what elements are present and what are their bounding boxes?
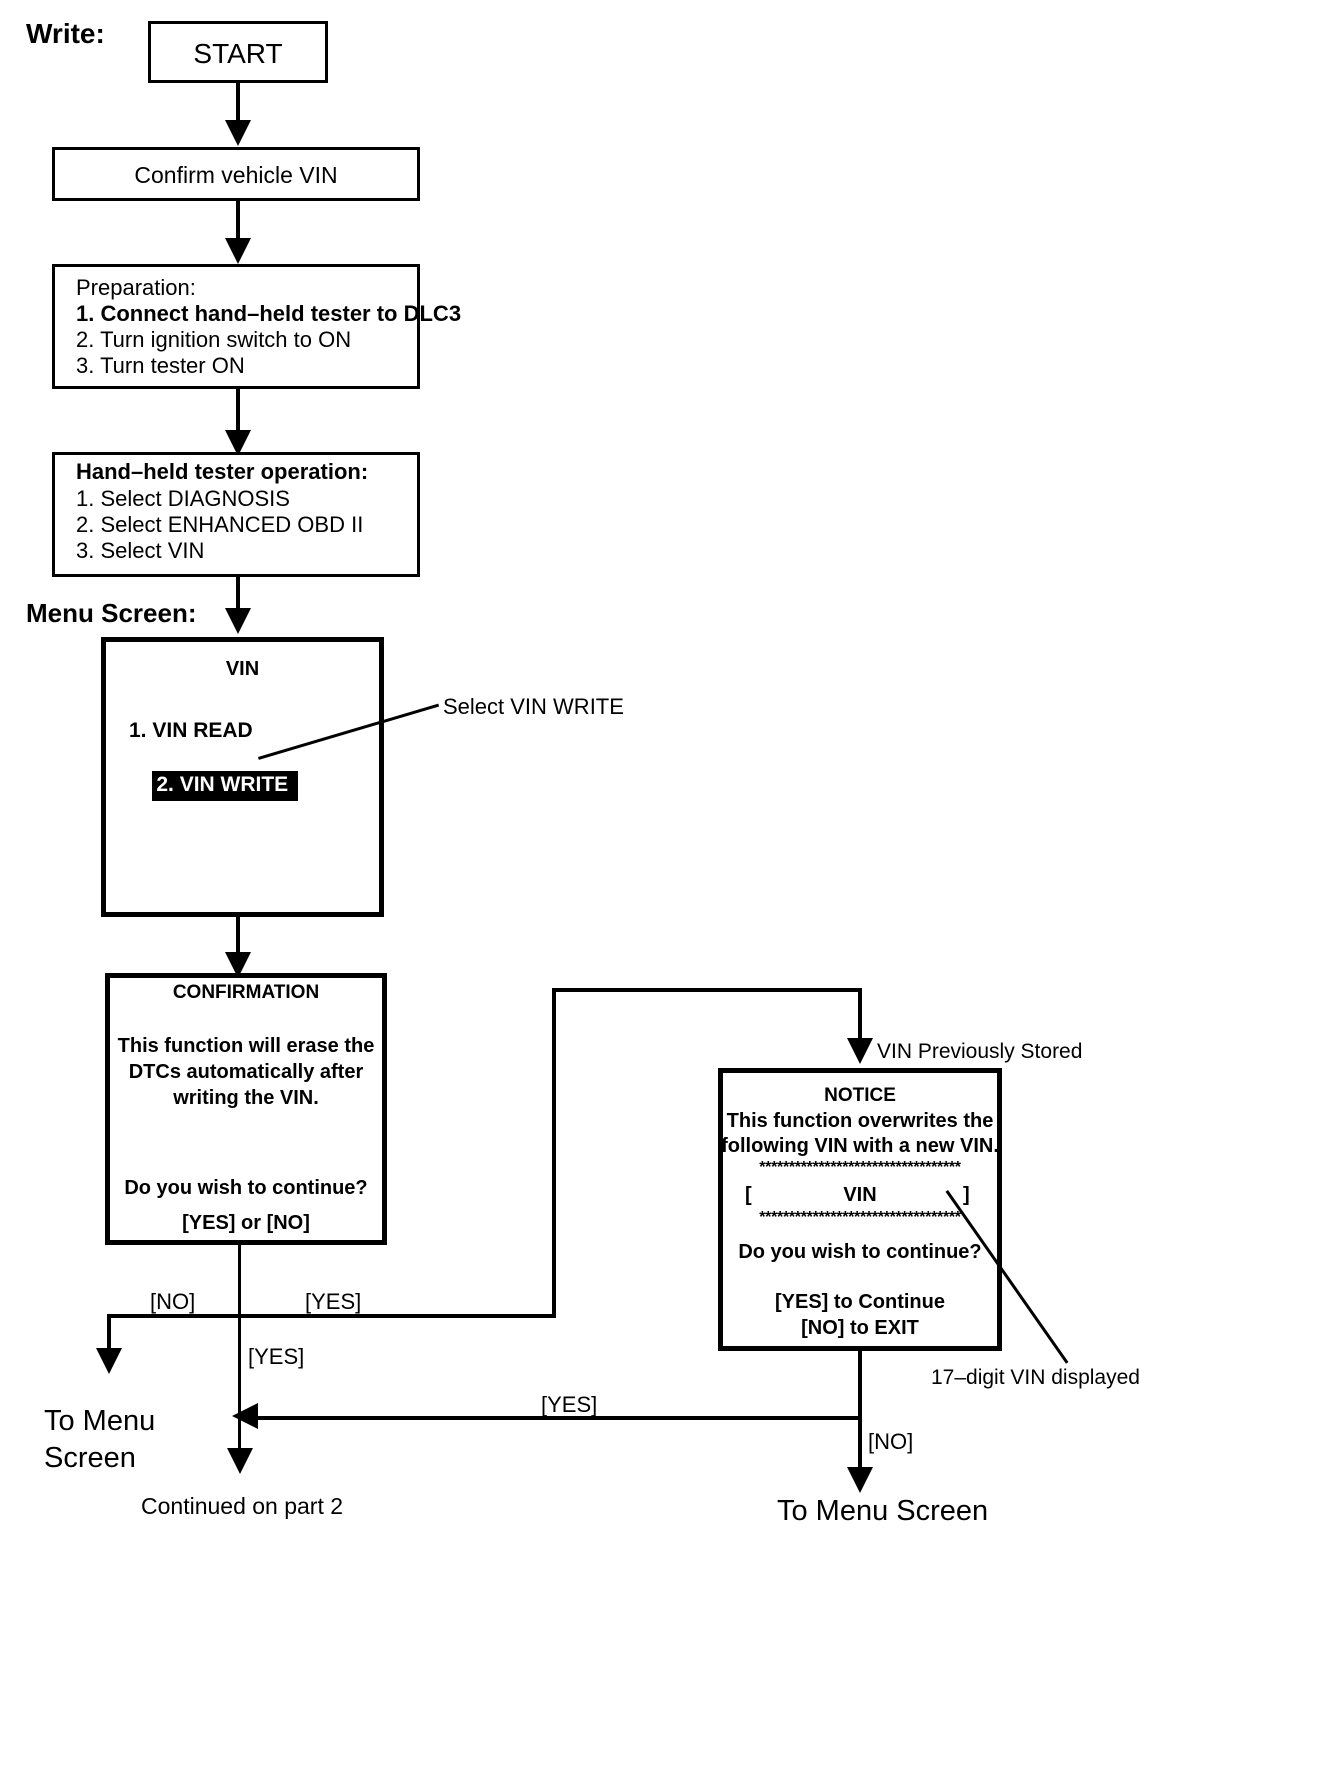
node-start-label: START [193,38,283,69]
connector-yes-up [552,988,556,1318]
node-notice-line-1: This function overwrites the [726,1110,994,1132]
callout-17-digit-vin: 17–digit VIN displayed [931,1366,1140,1389]
arrow-into-notice [847,1038,873,1064]
arrow-confirm-to-prep [225,238,251,264]
node-confirm-vin [52,147,420,201]
node-notice-line-2: following VIN with a new VIN. [721,1135,999,1157]
connector-into-notice [858,988,862,1048]
node-notice-answer-yes: [YES] to Continue [775,1291,945,1313]
node-notice-bracket-open: [ [745,1184,752,1206]
connector-yes-return-rail [258,1416,860,1420]
node-notice-title: NOTICE [824,1085,896,1106]
connector-top-rail [552,988,862,992]
connector-no-down [107,1314,111,1356]
node-notice-rule-top: ********************************** [759,1159,961,1176]
node-notice-question: Do you wish to continue? [738,1241,982,1263]
node-confirmation-line-1: This function will erase the [117,1035,375,1057]
vin-menu-item-read[interactable]: 1. VIN READ [129,719,253,742]
node-preparation-step-1: 1. Connect hand–held tester to DLC3 [76,301,462,326]
node-preparation [52,264,420,389]
node-tester-operation [52,452,420,577]
edge-label-no-left: [NO] [150,1289,196,1314]
page-title: Write: [26,18,105,49]
edge-label-no-bottom: [NO] [868,1429,914,1454]
connector-start-to-confirm [236,83,240,128]
connector-yes-to-part2 [238,1418,241,1456]
node-preparation-step-2: 2. Turn ignition switch to ON [76,327,352,352]
arrow-start-to-confirm [225,120,251,146]
connector-notice-out [858,1351,862,1418]
node-notice [718,1068,1002,1351]
node-vin-menu-title: VIN [225,658,260,680]
node-notice-bracket-close: ] [963,1184,970,1206]
connector-tester-to-vinmenu [236,577,240,619]
node-tester-operation-step-3: 3. Select VIN [76,538,205,563]
arrow-to-part2 [227,1448,253,1474]
node-tester-operation-step-2: 2. Select ENHANCED OBD II [76,512,364,537]
node-start [148,21,328,83]
node-confirmation-question: Do you wish to continue? [124,1177,368,1199]
node-tester-operation-heading: Hand–held tester operation: [76,459,369,484]
edge-label-yes-return: [YES] [541,1392,598,1417]
menu-screen-label: Menu Screen: [26,598,197,628]
terminal-to-menu-screen-left-line1: To Menu [44,1405,156,1437]
node-confirmation-line-3: writing the VIN. [173,1087,319,1109]
node-preparation-heading: Preparation: [76,275,196,300]
edge-label-yes-right: [YES] [305,1289,362,1314]
terminal-to-menu-screen-left-line2: Screen [44,1442,136,1474]
vin-menu-item-write[interactable]: 2. VIN WRITE [129,744,299,828]
node-preparation-step-3: 3. Turn tester ON [76,353,245,378]
connector-notice-no-down [858,1416,862,1476]
node-notice-answer-no: [NO] to EXIT [801,1317,919,1339]
arrow-prep-to-tester [225,430,251,456]
connector-no-left [107,1314,240,1318]
terminal-continued-on-part2: Continued on part 2 [141,1493,344,1519]
connector-prep-to-tester [236,389,240,437]
edge-label-yes-down: [YES] [248,1344,305,1369]
vin-menu-item-write-highlight: 2. VIN WRITE [152,770,299,801]
node-notice-rule-bottom: ********************************** [759,1209,961,1226]
connector-vinmenu-to-confirmation [236,917,240,962]
node-confirmation-line-2: DTCs automatically after [128,1061,364,1083]
callout-select-vin-write: Select VIN WRITE [443,694,624,719]
connector-confirm-to-prep [236,201,240,246]
arrow-tester-to-vinmenu [225,608,251,634]
arrow-notice-no [847,1467,873,1493]
arrow-to-menu-screen-left [96,1348,122,1374]
node-confirmation-answers: [YES] or [NO] [182,1212,310,1234]
connector-yes-right [238,1314,556,1318]
node-tester-operation-step-1: 1. Select DIAGNOSIS [76,486,290,511]
connector-confirmation-out [238,1245,241,1418]
terminal-to-menu-screen-right: To Menu Screen [777,1495,989,1527]
node-confirmation-title: CONFIRMATION [172,982,320,1003]
node-confirmation [105,973,387,1245]
node-notice-vin-placeholder: VIN [843,1184,877,1206]
arrow-yes-return [232,1403,258,1429]
callout-vin-previously-stored: VIN Previously Stored [877,1040,1083,1063]
node-confirm-vin-label: Confirm vehicle VIN [134,162,338,188]
